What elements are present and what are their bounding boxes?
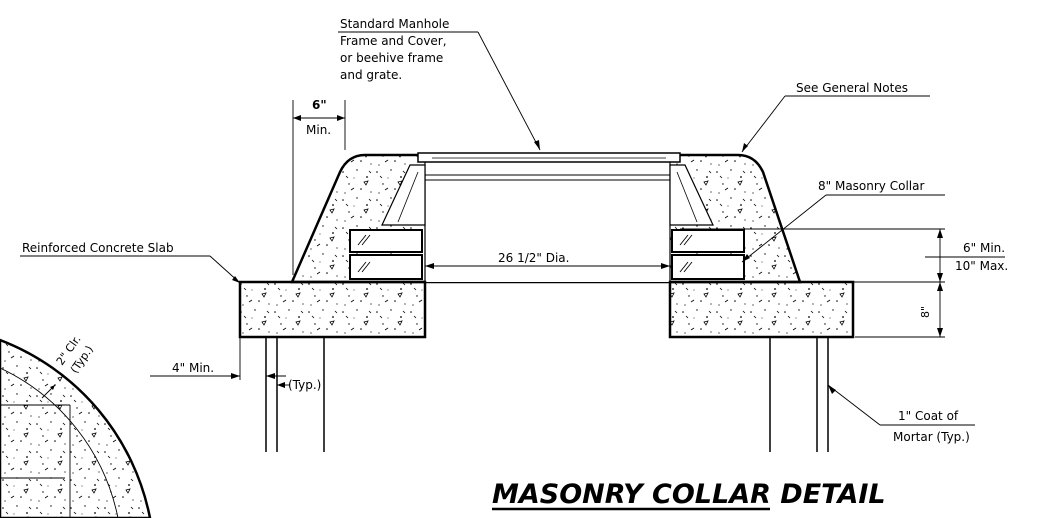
manhole-label: Standard Manhole Frame and Cover, or bee… xyxy=(340,17,449,82)
manhole-label-line-2: Frame and Cover, xyxy=(340,34,447,48)
slab-label: Reinforced Concrete Slab xyxy=(22,241,174,255)
round-slab-plan: 2" Clr. (Typ.) xyxy=(0,333,152,518)
mortar-label-line-2: Mortar (Typ.) xyxy=(893,430,970,444)
slab-thickness-label: 8" xyxy=(919,306,932,318)
manhole-walls xyxy=(265,337,829,452)
manhole-label-line-4: and grate. xyxy=(340,68,402,82)
masonry-collar-label: 8" Masonry Collar xyxy=(818,179,924,193)
masonry-bricks xyxy=(349,229,745,280)
manhole-label-line-3: or beehive frame xyxy=(340,51,443,65)
mortar-label-line-1: 1" Coat of xyxy=(898,409,959,423)
typ-label: (Typ.) xyxy=(288,378,321,392)
arrowheads xyxy=(231,115,943,394)
collar-height-max-label: 10" Max. xyxy=(955,259,1008,273)
manhole-frame xyxy=(381,152,714,226)
manhole-label-line-1: Standard Manhole xyxy=(340,17,449,31)
four-inch-label: 4" Min. xyxy=(172,361,214,375)
concrete-slab xyxy=(238,280,855,339)
general-notes-label: See General Notes xyxy=(796,81,908,95)
drawing-title: MASONRY COLLAR DETAIL xyxy=(492,479,886,510)
six-inch-min-label: Min. xyxy=(306,123,331,137)
collar-height-min-label: 6" Min. xyxy=(963,241,1005,255)
diameter-label: 26 1/2" Dia. xyxy=(498,251,569,265)
six-inch-label: 6" xyxy=(312,98,327,112)
